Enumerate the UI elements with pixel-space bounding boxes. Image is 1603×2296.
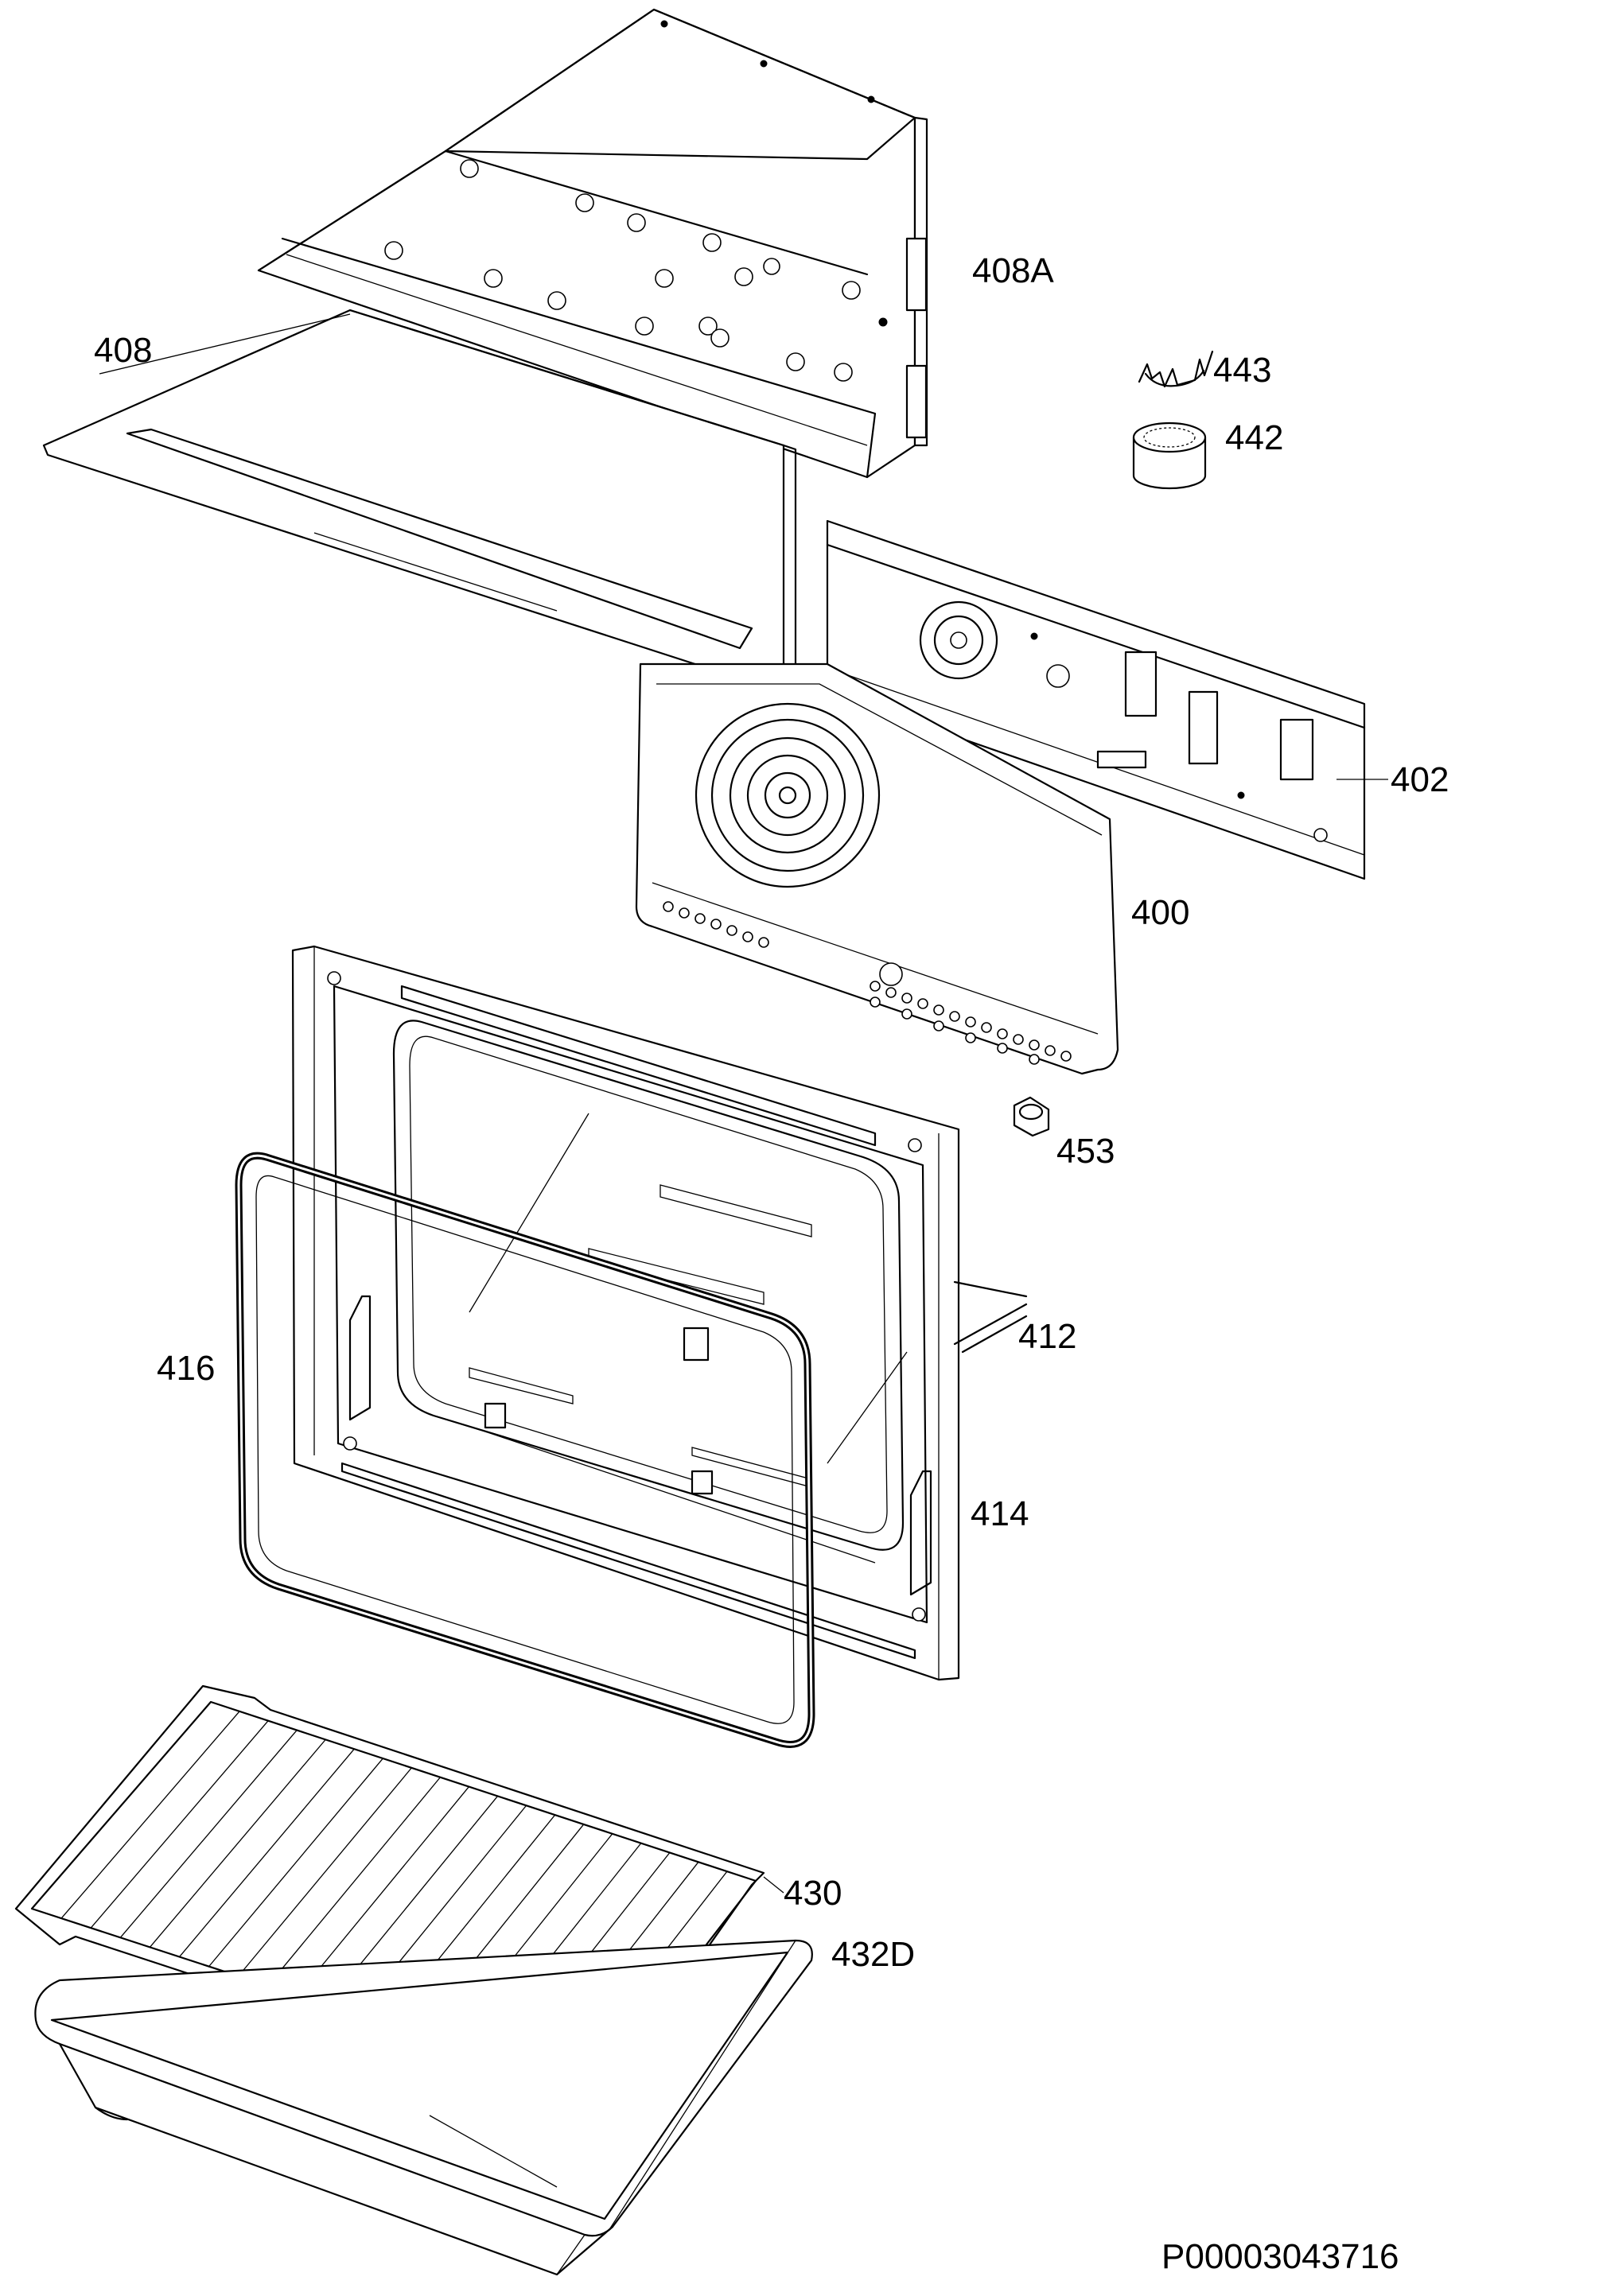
vent-holes bbox=[663, 901, 1072, 1065]
label-408A: 408A bbox=[972, 251, 1054, 290]
leader-lines bbox=[99, 313, 1388, 1894]
part-labels: 408A 408 443 442 402 400 453 412 416 414… bbox=[94, 251, 1449, 1974]
label-416: 416 bbox=[157, 1349, 215, 1388]
label-402: 402 bbox=[1391, 760, 1449, 799]
label-442: 442 bbox=[1225, 418, 1283, 457]
part-443-clip bbox=[1138, 350, 1214, 388]
part-412-side-rail bbox=[953, 1280, 1028, 1354]
part-453-bushing bbox=[1013, 1096, 1050, 1137]
fan-cover bbox=[695, 702, 881, 888]
rack-wire bbox=[208, 1758, 383, 1968]
document-code: P00003043716 bbox=[1161, 2237, 1399, 2276]
label-400: 400 bbox=[1131, 893, 1189, 932]
rack-wire bbox=[90, 1720, 269, 1929]
rack-wire bbox=[60, 1711, 240, 1919]
rack-wire bbox=[297, 1786, 469, 1996]
label-414: 414 bbox=[971, 1494, 1029, 1533]
part-416-door-seal bbox=[235, 1152, 815, 1748]
rack-wire bbox=[149, 1739, 326, 1948]
part-400-back-wall bbox=[635, 662, 1119, 1075]
rack-wire bbox=[267, 1777, 441, 1987]
part-442-cylinder bbox=[1132, 422, 1207, 490]
label-443: 443 bbox=[1213, 351, 1271, 390]
label-453: 453 bbox=[1056, 1132, 1115, 1171]
part-414-oven-cavity-frame bbox=[291, 945, 960, 1681]
cover-holes bbox=[384, 20, 888, 382]
label-408: 408 bbox=[94, 331, 152, 370]
label-412: 412 bbox=[1018, 1317, 1076, 1356]
rack-wire bbox=[238, 1767, 412, 1977]
label-430: 430 bbox=[784, 1874, 842, 1913]
part-432D-baking-tray bbox=[34, 1939, 813, 2276]
label-432D: 432D bbox=[831, 1935, 915, 1974]
rack-wire bbox=[179, 1748, 355, 1957]
part-408A-top-cover bbox=[257, 8, 928, 479]
rack-wire bbox=[119, 1730, 298, 1938]
